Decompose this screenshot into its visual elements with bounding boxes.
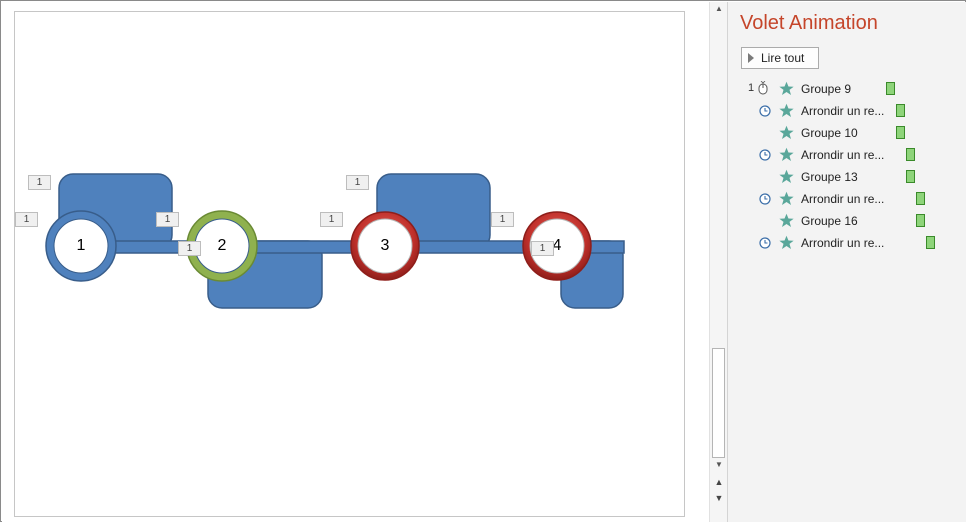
star-icon [779, 235, 794, 249]
timing-bar[interactable] [906, 170, 915, 183]
timing-bar[interactable] [916, 192, 925, 205]
star-icon [779, 147, 794, 161]
animation-item[interactable]: Arrondir un re... [728, 144, 966, 166]
pane-splitter[interactable] [727, 2, 728, 522]
step-number-1: 1 [76, 237, 86, 254]
animation-tag[interactable]: 1 [156, 212, 179, 227]
animation-item[interactable]: Groupe 13 [728, 166, 966, 188]
animation-tag[interactable]: 1 [320, 212, 343, 227]
clock-icon [759, 237, 771, 249]
step-number-4: 4 [552, 237, 562, 254]
pane-title: Volet Animation [740, 12, 878, 34]
play-icon [748, 53, 754, 63]
animation-tag[interactable]: 1 [28, 175, 51, 190]
star-icon [779, 213, 794, 227]
timing-bar[interactable] [916, 214, 925, 227]
animation-item[interactable]: Arrondir un re... [728, 188, 966, 210]
animation-tag[interactable]: 1 [15, 212, 38, 227]
step-circle-3[interactable] [350, 211, 420, 281]
step-number-2: 2 [217, 237, 227, 254]
timing-bar[interactable] [896, 104, 905, 117]
slide-canvas[interactable]: 1 2 3 4 1 1 1 1 1 1 1 1 [14, 11, 685, 517]
animation-tag[interactable]: 1 [346, 175, 369, 190]
animation-label: Arrondir un re... [801, 104, 885, 118]
step-circle-4[interactable] [522, 211, 592, 281]
animation-item[interactable]: Arrondir un re... [728, 232, 966, 254]
clock-icon [759, 149, 771, 161]
timing-bar[interactable] [886, 82, 895, 95]
scroll-down-arrow-icon[interactable]: ▼ [715, 460, 723, 469]
animation-pane: Volet Animation Lire tout 1 Groupe 9 [728, 2, 966, 522]
slide-editing-area: 1 2 3 4 1 1 1 1 1 1 1 1 [2, 2, 709, 522]
vertical-scrollbar[interactable]: ▲ ▼ ▲ ▼ [709, 2, 727, 522]
animation-label: Groupe 16 [801, 214, 858, 228]
animation-label: Groupe 13 [801, 170, 858, 184]
mouse-click-icon [758, 81, 768, 95]
animation-label: Arrondir un re... [801, 192, 885, 206]
star-icon [779, 81, 794, 95]
animation-label: Groupe 9 [801, 82, 852, 96]
animation-label: Arrondir un re... [801, 236, 885, 250]
step-number-3: 3 [380, 237, 390, 254]
timing-bar[interactable] [896, 126, 905, 139]
animation-item[interactable]: Groupe 16 [728, 210, 966, 232]
animation-index: 1 [748, 82, 755, 94]
star-icon [779, 103, 794, 117]
animation-item[interactable]: 1 Groupe 9 [728, 78, 966, 100]
animation-tag[interactable]: 1 [531, 241, 554, 256]
next-slide-icon[interactable]: ▼ [714, 493, 724, 503]
scroll-up-arrow-icon[interactable]: ▲ [715, 4, 723, 13]
clock-icon [759, 105, 771, 117]
play-all-button[interactable]: Lire tout [741, 47, 819, 69]
clock-icon [759, 193, 771, 205]
animation-item[interactable]: Arrondir un re... [728, 100, 966, 122]
animation-label: Groupe 10 [801, 126, 858, 140]
slide-graphic [45, 173, 625, 309]
timing-bar[interactable] [926, 236, 935, 249]
step-circle-1[interactable] [45, 210, 117, 282]
star-icon [779, 191, 794, 205]
star-icon [779, 169, 794, 183]
animation-label: Arrondir un re... [801, 148, 885, 162]
play-all-label: Lire tout [761, 51, 805, 65]
star-icon [779, 125, 794, 139]
previous-slide-icon[interactable]: ▲ [714, 477, 724, 487]
animation-item[interactable]: Groupe 10 [728, 122, 966, 144]
animation-tag[interactable]: 1 [491, 212, 514, 227]
timing-bar[interactable] [906, 148, 915, 161]
scrollbar-thumb[interactable] [712, 348, 725, 458]
animation-tag[interactable]: 1 [178, 241, 201, 256]
